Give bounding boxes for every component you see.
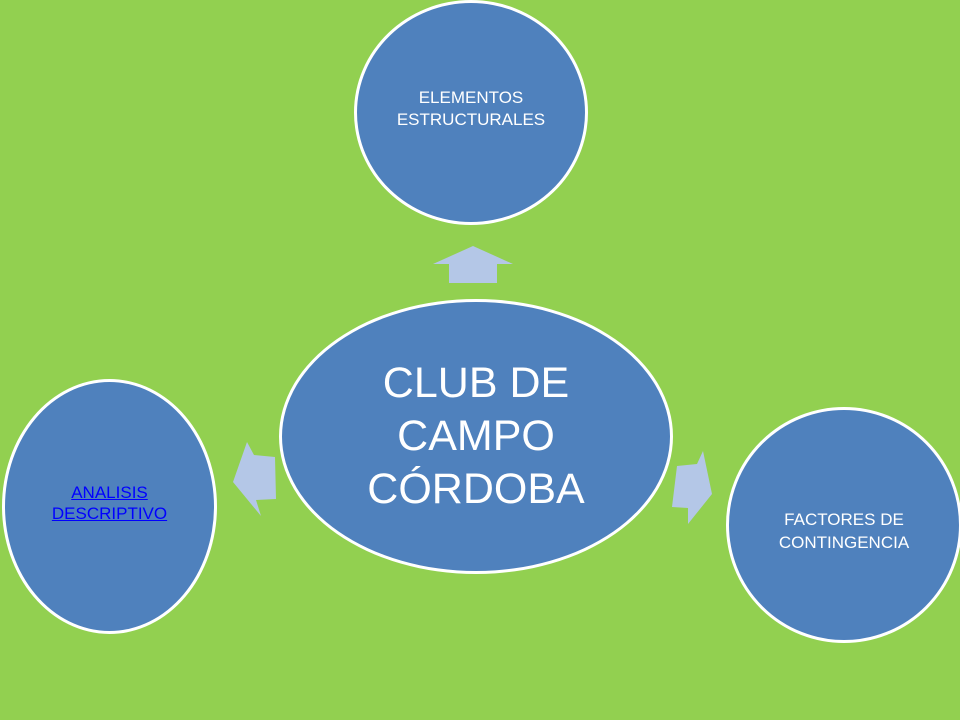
arrow-to-right <box>672 451 712 524</box>
node-elementos-estructurales: ELEMENTOS ESTRUCTURALES <box>354 0 588 225</box>
node-club-de-campo-cordoba: CLUB DE CAMPO CÓRDOBA <box>279 299 673 574</box>
center-node-label: CLUB DE CAMPO CÓRDOBA <box>367 359 585 513</box>
node-factores-de-contingencia: FACTORES DE CONTINGENCIA <box>726 407 960 643</box>
analisis-descriptivo-link[interactable]: ANALISIS DESCRIPTIVO <box>51 482 168 523</box>
node-label-right: FACTORES DE CONTINGENCIA <box>778 510 910 552</box>
arrow-to-top <box>433 246 513 283</box>
arrow-to-left <box>233 442 276 516</box>
node-label-top: ELEMENTOS ESTRUCTURALES <box>396 87 546 129</box>
node-analisis-descriptivo: ANALISIS DESCRIPTIVO <box>2 379 217 634</box>
